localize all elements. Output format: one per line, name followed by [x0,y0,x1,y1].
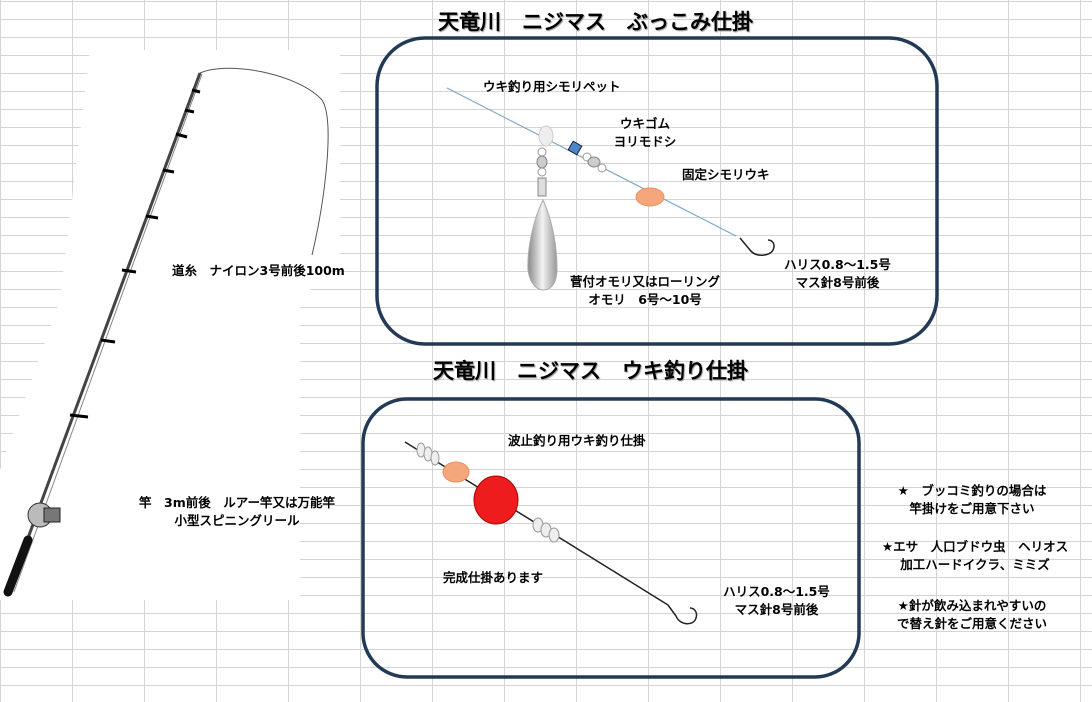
yorimodoshi-label: ヨリモドシ [613,134,677,149]
rod-image-background [0,50,340,600]
note-line: 竿掛けをご用意下さい [909,501,1035,516]
harisu-line: ハリス0.8～1.5号 [723,584,830,599]
ukigomu-swivel [567,140,583,156]
note-bait: ★エサ 人口ブドウ虫 ヘリオス 加工ハードイクラ、ミミズ [870,538,1080,574]
shimori-pet-label: ウキ釣り用シモリペット [483,79,621,94]
note-spare-hooks: ★針が飲み込まれやすいの で替え針をご用意ください [872,597,1072,633]
bukkomi-frame [375,36,939,346]
kansei-label: 完成仕掛あります [443,570,544,585]
shimori-pet [538,125,554,147]
note-line: ★針が飲み込まれやすいの [897,598,1047,613]
sinker [527,198,558,291]
orange-float [442,461,470,483]
hook [667,604,698,625]
uki-frame [361,397,861,679]
hook [739,237,775,256]
hari-line: マス針8号前後 [795,275,880,290]
ukigomu-label: ウキゴム [619,116,670,131]
note-line: 加工ハードイクラ、ミミズ [900,557,1050,572]
uki-rig [404,441,698,625]
uki-harisu-label: ハリス0.8～1.5号 マス針8号前後 [714,583,839,619]
bukkomi-harisu-label: ハリス0.8～1.5号 マス針8号前後 [775,256,900,292]
line-label: 道糸 ナイロン3号前後100m [172,263,345,278]
omori-label: 菅付オモリ又はローリング オモリ 6号～10号 [555,273,735,309]
omori-line1: 菅付オモリ又はローリング [569,274,720,289]
hatoshi-label: 波止釣り用ウキ釣り仕掛 [508,433,646,448]
kotei-shimori-float [635,187,665,207]
swivel-label: ウキゴム ヨリモドシ [610,115,680,151]
fishing-rod-illustration [3,67,329,597]
note-line: ★ ブッコミ釣りの場合は [897,483,1047,498]
bukkomi-title: 天竜川 ニジマス ぶっこみ仕掛 [438,10,753,34]
rod-label: 竿 3m前後 ルアー竿又は万能竿 小型スピニングリール [112,494,362,530]
kotei-shimori-label: 固定シモリウキ [682,167,770,182]
uki-title: 天竜川 ニジマス ウキ釣り仕掛 [433,359,748,383]
note-line: で替え針をご用意ください [896,616,1047,631]
hari-line: マス針8号前後 [734,602,819,617]
rod-label-line1: 竿 3m前後 ルアー竿又は万能竿 [139,495,335,510]
harisu-line: ハリス0.8～1.5号 [784,257,891,272]
bukkomi-rig [446,87,775,291]
omori-line2: オモリ 6号～10号 [588,292,702,307]
note-rod-holder: ★ ブッコミ釣りの場合は 竿掛けをご用意下さい [872,482,1072,518]
note-line: ★エサ 人口ブドウ虫 ヘリオス [881,539,1069,554]
red-float [473,475,519,525]
rod-label-line2: 小型スピニングリール [174,513,300,528]
